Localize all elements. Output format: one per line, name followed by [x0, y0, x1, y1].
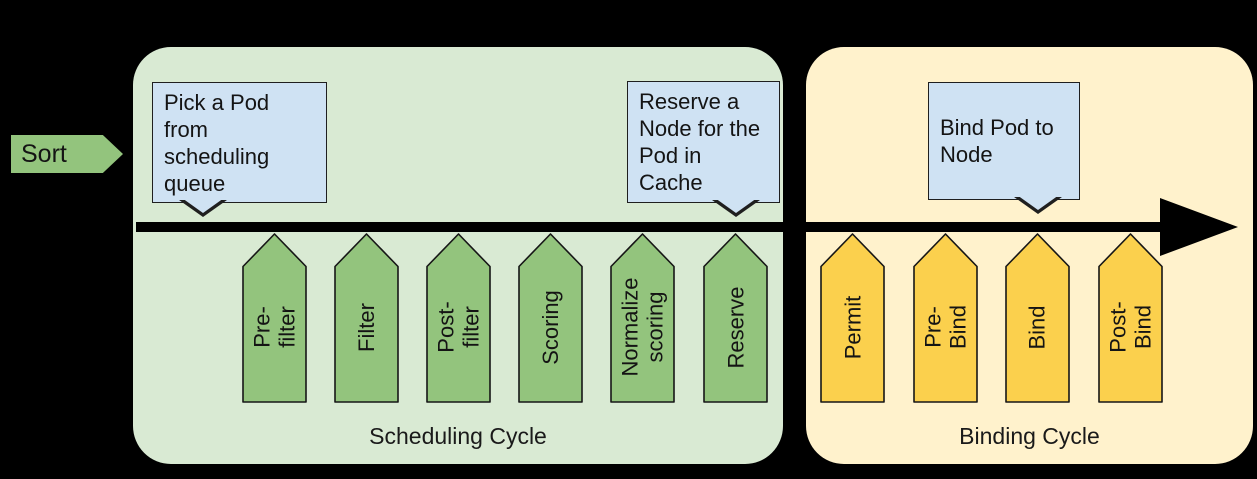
- callout-pick-pod: Pick a Pod from scheduling queue: [152, 82, 327, 217]
- stage-arrow-reserve: Reserve: [703, 233, 768, 403]
- callout-bind-pod: Bind Pod to Node: [928, 82, 1080, 214]
- stage-label: Scoring: [538, 289, 563, 365]
- callout-tail-icon: [1014, 195, 1062, 215]
- up-arrow-icon: [913, 233, 978, 403]
- stage-label: Pre-Bind: [920, 304, 971, 350]
- stage-arrow-post-bind: Post-Bind: [1098, 233, 1163, 403]
- up-arrow-icon: [518, 233, 583, 403]
- stage-arrow-permit: Permit: [820, 233, 885, 403]
- up-arrow-icon: [1098, 233, 1163, 403]
- stage-arrow-normalize-scoring: Normalize scoring: [610, 233, 675, 403]
- up-arrow-icon: [820, 233, 885, 403]
- stage-arrow-filter: Filter: [334, 233, 399, 403]
- stage-arrow-bind: Bind: [1005, 233, 1070, 403]
- timeline-arrowhead-icon: [1160, 198, 1238, 256]
- stage-label: Reserve: [723, 286, 749, 368]
- timeline-arrow: [136, 222, 1165, 232]
- stage-label: Filter: [353, 302, 379, 352]
- callout-text: Pick a Pod from scheduling queue: [164, 89, 270, 196]
- scheduling-cycle-title: Scheduling Cycle: [369, 423, 547, 449]
- stage-label: Post-Bind: [1105, 301, 1156, 353]
- stage-label: Permit: [840, 295, 865, 359]
- up-arrow-icon: [426, 233, 491, 403]
- sort-arrow: Sort: [11, 135, 123, 173]
- stage-arrow-scoring: Scoring: [518, 233, 583, 403]
- stage-arrow-post-filter: Post-filter: [426, 233, 491, 403]
- callout-tail-icon: [179, 198, 227, 218]
- stage-label: Bind: [1024, 304, 1050, 350]
- up-arrow-icon: [610, 233, 675, 403]
- stage-label: Pre-filter: [249, 306, 300, 348]
- stage-label: Normalize scoring: [617, 277, 668, 377]
- callout-reserve-node: Reserve a Node for the Pod in Cache: [627, 81, 780, 217]
- stage-arrow-pre-bind: Pre-Bind: [913, 233, 978, 403]
- stage-label: Post-filter: [433, 301, 484, 353]
- up-arrow-icon: [703, 233, 768, 403]
- sort-label: Sort: [21, 139, 67, 168]
- up-arrow-icon: [334, 233, 399, 403]
- stage-arrow-pre-filter: Pre-filter: [242, 233, 307, 403]
- callout-tail-icon: [712, 198, 760, 218]
- up-arrow-icon: [242, 233, 307, 403]
- binding-cycle-title: Binding Cycle: [959, 423, 1100, 449]
- up-arrow-icon: [1005, 233, 1070, 403]
- callout-text: Bind Pod to Node: [940, 115, 1054, 167]
- callout-text: Reserve a Node for the Pod in Cache: [639, 89, 761, 195]
